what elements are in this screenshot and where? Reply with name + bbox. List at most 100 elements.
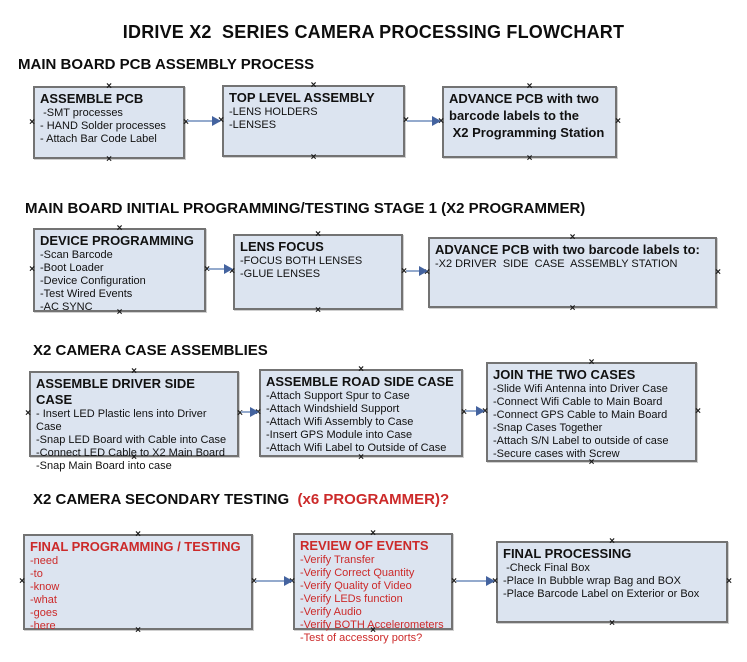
box-assemble-road-side-case[interactable]: × × × × ASSEMBLE ROAD SIDE CASE -Attach … xyxy=(255,364,467,463)
box-title: REVIEW OF EVENTS xyxy=(300,538,429,553)
connection-handle-icon[interactable]: × xyxy=(358,364,364,375)
box-device-programming[interactable]: × × × × DEVICE PROGRAMMING -Scan Barcode… xyxy=(29,223,210,318)
connection-handle-icon[interactable]: × xyxy=(183,116,189,128)
connection-handle-icon[interactable]: × xyxy=(310,80,317,91)
box-title: JOIN THE TWO CASES xyxy=(493,367,636,382)
box-assemble-pcb[interactable]: × × × × ASSEMBLE PCB -SMT processes - HA… xyxy=(29,81,189,165)
connection-handle-icon[interactable]: × xyxy=(29,264,35,275)
flow-arrow[interactable] xyxy=(255,576,293,586)
connection-handle-icon[interactable]: × xyxy=(218,115,224,126)
page-title: IDRIVE X2 SERIES CAMERA PROCESSING FLOWC… xyxy=(122,22,625,42)
box-item: -Test of accessory ports? xyxy=(300,631,423,644)
box-final-programming-testing[interactable]: × × × × FINAL PROGRAMMING / TESTING -nee… xyxy=(19,529,257,636)
connection-handle-icon[interactable]: × xyxy=(438,116,444,127)
box-final-processing[interactable]: × × × × FINAL PROCESSING -Check Final Bo… xyxy=(492,536,732,629)
flow-arrow[interactable] xyxy=(187,116,221,126)
connection-handle-icon[interactable]: × xyxy=(482,406,488,417)
box-item: -Place Barcode Label on Exterior or Box xyxy=(503,587,700,600)
connection-handle-icon[interactable]: × xyxy=(116,307,123,318)
box-item: -Test Wired Events xyxy=(40,287,133,300)
box-item: -Attach Wifi Assembly to Case xyxy=(266,415,414,428)
box-item: -SMT processes xyxy=(40,106,123,119)
connection-handle-icon[interactable]: × xyxy=(526,153,533,164)
connection-handle-icon[interactable]: × xyxy=(25,408,31,419)
box-advance-pcb-programming-station[interactable]: × × × × ADVANCE PCB with two barcode lab… xyxy=(438,81,621,164)
connection-handle-icon[interactable]: × xyxy=(461,407,467,418)
box-lens-focus[interactable]: × × × × LENS FOCUS -FOCUS BOTH LENSES -G… xyxy=(229,229,407,316)
connection-handle-icon[interactable]: × xyxy=(251,576,257,587)
box-item: -X2 DRIVER SIDE CASE ASSEMBLY STATION xyxy=(435,257,678,270)
box-item: X2 Programming Station xyxy=(449,124,605,140)
connection-handle-icon[interactable]: × xyxy=(358,452,364,463)
flow-arrow[interactable] xyxy=(208,264,233,274)
connection-handle-icon[interactable]: × xyxy=(726,576,732,587)
box-top-level-assembly[interactable]: × × × × TOP LEVEL ASSEMBLY -LENS HOLDERS… xyxy=(218,80,409,163)
connection-handle-icon[interactable]: × xyxy=(451,575,457,587)
connection-handle-icon[interactable]: × xyxy=(569,303,576,314)
connection-handle-icon[interactable]: × xyxy=(315,229,321,240)
connection-handle-icon[interactable]: × xyxy=(695,406,701,417)
connection-handle-icon[interactable]: × xyxy=(370,625,376,636)
flow-arrow[interactable] xyxy=(456,576,495,586)
box-advance-pcb-driver-side[interactable]: × × × × ADVANCE PCB with two barcode lab… xyxy=(424,232,721,314)
connection-handle-icon[interactable]: × xyxy=(131,366,137,377)
connection-handle-icon[interactable]: × xyxy=(401,266,407,277)
connection-handle-icon[interactable]: × xyxy=(615,116,621,127)
box-item: -Attach Support Spur to Case xyxy=(266,389,410,402)
connection-handle-icon[interactable]: × xyxy=(135,625,141,636)
box-item: -AC SYNC xyxy=(40,300,93,313)
connection-handle-icon[interactable]: × xyxy=(715,266,721,278)
box-item: -Scan Barcode xyxy=(40,248,113,261)
connection-handle-icon[interactable]: × xyxy=(237,408,243,419)
connection-handle-icon[interactable]: × xyxy=(588,357,595,368)
connection-handle-icon[interactable]: × xyxy=(131,452,137,463)
box-item: -Device Configuration xyxy=(40,274,146,287)
box-item: -Boot Loader xyxy=(40,261,104,274)
flow-arrow[interactable] xyxy=(465,406,485,416)
flow-arrow[interactable] xyxy=(406,266,428,276)
box-title: FINAL PROCESSING xyxy=(503,546,632,561)
connection-handle-icon[interactable]: × xyxy=(526,81,533,92)
box-item: -Slide Wifi Antenna into Driver Case xyxy=(493,382,668,395)
box-title: ASSEMBLE ROAD SIDE CASE xyxy=(266,374,454,389)
box-item: barcode labels to the xyxy=(449,107,580,123)
section-3-header: X2 CAMERA CASE ASSEMBLIES xyxy=(33,342,268,359)
flow-arrow[interactable] xyxy=(407,116,441,126)
box-item: - Attach Bar Code Label xyxy=(40,132,157,145)
connection-handle-icon[interactable]: × xyxy=(135,529,141,540)
connection-handle-icon[interactable]: × xyxy=(204,264,210,275)
box-item: -Check Final Box xyxy=(503,561,590,574)
connection-handle-icon[interactable]: × xyxy=(492,576,498,587)
connection-handle-icon[interactable]: × xyxy=(609,536,615,547)
box-item: -Insert GPS Module into Case xyxy=(266,428,413,441)
connection-handle-icon[interactable]: × xyxy=(609,618,615,629)
connection-handle-icon[interactable]: × xyxy=(116,223,123,234)
box-assemble-driver-side-case[interactable]: × × × × ASSEMBLE DRIVER SIDE CASE - Inse… xyxy=(25,366,243,472)
connection-handle-icon[interactable]: × xyxy=(19,576,25,587)
box-item: -Attach Wifi Label to Outside of Case xyxy=(266,441,447,454)
box-title: FINAL PROGRAMMING / TESTING xyxy=(30,539,241,554)
connection-handle-icon[interactable]: × xyxy=(315,305,321,316)
box-item: -what xyxy=(30,593,57,606)
connection-handle-icon[interactable]: × xyxy=(310,152,317,163)
box-item: -Connect LED Cable to X2 Main Board xyxy=(36,446,225,459)
box-item: -LENS HOLDERS xyxy=(229,105,318,118)
section-4-header-black: X2 CAMERA SECONDARY TESTING xyxy=(33,491,298,508)
connection-handle-icon[interactable]: × xyxy=(569,232,576,243)
connection-handle-icon[interactable]: × xyxy=(106,81,112,92)
box-item: -know xyxy=(30,580,60,593)
box-item: -need xyxy=(30,554,59,567)
connection-handle-icon[interactable]: × xyxy=(29,116,35,128)
box-join-the-two-cases[interactable]: × × × × JOIN THE TWO CASES -Slide Wifi A… xyxy=(482,357,701,468)
connection-handle-icon[interactable]: × xyxy=(588,457,595,468)
box-item: -goes xyxy=(30,606,58,619)
box-item: -Verify Correct Quantity xyxy=(300,566,415,579)
connection-handle-icon[interactable]: × xyxy=(106,154,112,165)
box-review-of-events[interactable]: × × × × REVIEW OF EVENTS -Verify Transfe… xyxy=(289,528,457,644)
flow-arrow[interactable] xyxy=(241,407,259,417)
connection-handle-icon[interactable]: × xyxy=(403,115,409,126)
connection-handle-icon[interactable]: × xyxy=(370,528,376,539)
box-item: - HAND Solder processes xyxy=(40,119,166,132)
section-4-header-red: (x6 PROGRAMMER)? xyxy=(297,491,450,508)
